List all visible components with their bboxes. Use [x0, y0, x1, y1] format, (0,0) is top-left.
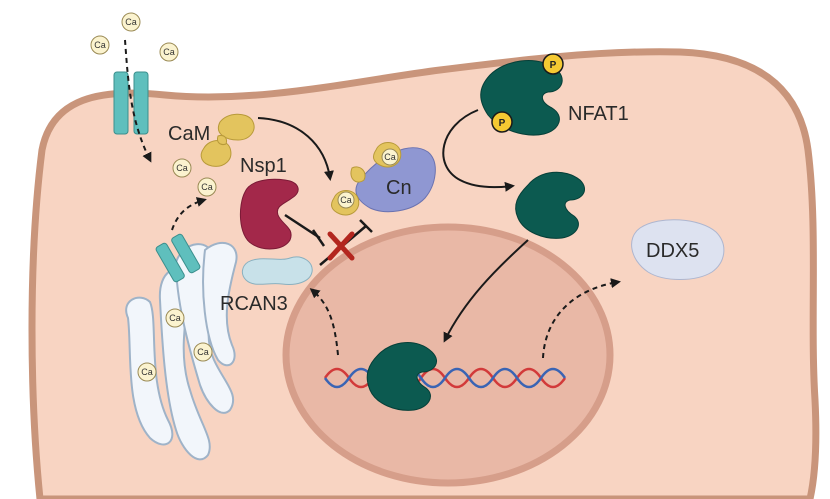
- calcium-ion: Ca: [159, 42, 179, 62]
- svg-text:P: P: [499, 118, 506, 129]
- svg-text:Ca: Ca: [201, 182, 213, 192]
- svg-text:P: P: [550, 60, 557, 71]
- nucleus: [282, 223, 614, 487]
- calcineurin-protein: [355, 147, 436, 213]
- calcium-ion: Ca: [381, 148, 399, 166]
- cam-label: CaM: [168, 123, 210, 145]
- svg-text:Ca: Ca: [384, 152, 396, 162]
- calcium-ions: Ca Ca Ca Ca Ca Ca Ca Ca: [90, 12, 217, 382]
- svg-text:Ca: Ca: [176, 163, 188, 173]
- svg-text:Ca: Ca: [125, 17, 137, 27]
- calcium-ion: Ca: [172, 158, 192, 178]
- phosphate-group: P: [542, 53, 564, 75]
- nfat1-label: NFAT1: [568, 103, 629, 125]
- svg-text:Ca: Ca: [197, 347, 209, 357]
- svg-text:Ca: Ca: [169, 313, 181, 323]
- svg-text:Ca: Ca: [141, 367, 153, 377]
- calcium-ion: Ca: [121, 12, 141, 32]
- er-calcium-channel: [155, 233, 201, 283]
- dna-double-helix: [323, 367, 567, 389]
- cn-label: Cn: [386, 177, 412, 199]
- rcan3-expression-arrow: [309, 288, 339, 356]
- ddx5-label: DDX5: [646, 240, 699, 262]
- blocked-interaction-cross: [327, 231, 355, 261]
- dephosphorylation-arrow: [442, 109, 515, 192]
- rcan3-protein: [241, 256, 313, 285]
- er-calcium-release-arrow: [171, 197, 207, 231]
- calcium-ion: Ca: [337, 191, 355, 209]
- plasma-membrane-calcium-channel: [113, 71, 149, 135]
- svg-text:Ca: Ca: [94, 40, 106, 50]
- svg-text:Ca: Ca: [340, 195, 352, 205]
- nsp1-protein: [239, 178, 299, 250]
- calcium-ion: Ca: [193, 342, 213, 362]
- calcium-ion: Ca: [137, 362, 157, 382]
- ddx5-expression-arrow: [542, 278, 621, 359]
- nuclear-translocation-arrow: [443, 239, 529, 343]
- calcium-ion: Ca: [90, 35, 110, 55]
- calmodulin-protein: [200, 113, 255, 167]
- ddx5-protein: [631, 219, 725, 280]
- nsp1-label: Nsp1: [240, 155, 287, 177]
- calcium-ion: Ca: [165, 308, 185, 328]
- rcan3-label: RCAN3: [220, 293, 288, 315]
- nfat1-dephosphorylated: [515, 171, 585, 239]
- calcium-influx-arrow: [124, 39, 152, 163]
- calcium-ion: Ca: [197, 177, 217, 197]
- nfat1-bound-to-dna: [366, 342, 437, 411]
- svg-text:Ca: Ca: [163, 47, 175, 57]
- phosphate-group: P: [491, 111, 513, 133]
- cam-activation-arrow: [257, 117, 334, 181]
